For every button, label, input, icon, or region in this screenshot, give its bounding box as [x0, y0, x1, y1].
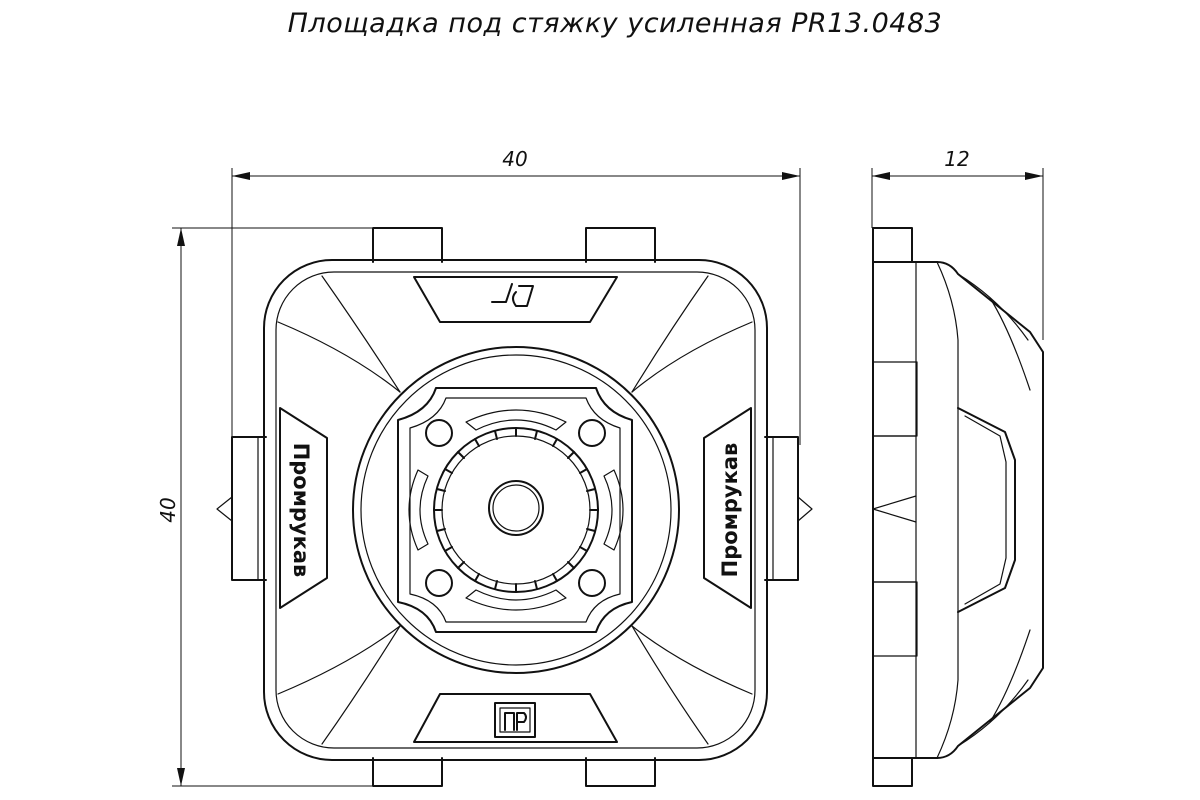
dimension-height-label: 40: [156, 497, 180, 522]
dimension-depth-label: 12: [944, 147, 969, 171]
dimension-height: 40: [156, 227, 372, 787]
front-view: Промрукав Промрукав: [216, 227, 813, 787]
ring-teeth: [433, 427, 599, 593]
dimension-depth: 12: [871, 147, 1044, 340]
dimension-width: 40: [231, 147, 801, 445]
top-marking: [491, 283, 534, 307]
brand-label-left: Промрукав: [289, 443, 313, 578]
brand-logo-icon: [494, 702, 536, 738]
side-view: [872, 227, 1044, 787]
brand-label-right: Промрукав: [718, 443, 742, 578]
dimension-width-label: 40: [502, 147, 527, 171]
drawing-title: Площадка под стяжку усиленная PR13.0483: [288, 8, 943, 39]
